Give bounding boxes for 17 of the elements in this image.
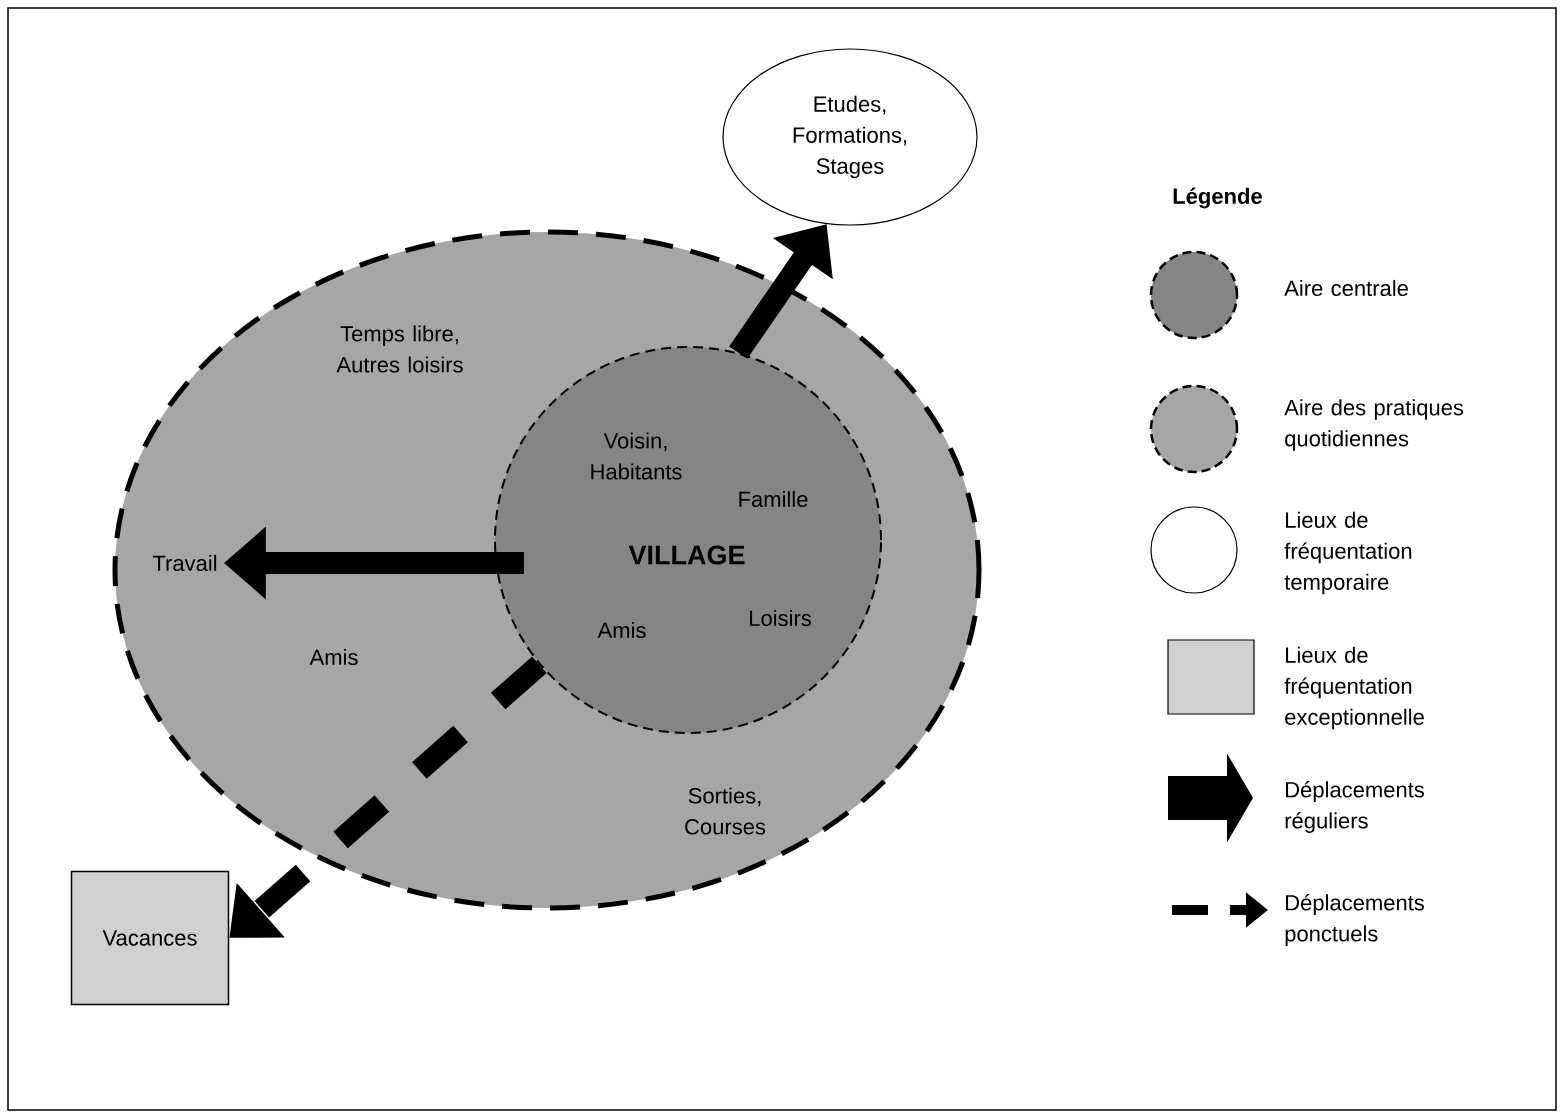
area-label: Sorties, Courses [685,787,766,835]
legend-text: Déplacements ponctuels [1285,894,1424,946]
legend-title: Légende [1173,187,1262,209]
place-label: Travail [152,554,217,572]
area-label: Loisirs [750,609,811,627]
legend-text: Aire des pratiques quotidiennes [1284,399,1464,451]
area-label: Amis [309,648,358,666]
area-label: Voisin, Habitants [591,432,682,480]
area-label: Amis [597,621,646,639]
area-label: Famille [739,490,808,508]
legend-text: Déplacements réguliers [1285,781,1424,833]
legend-text: Lieux de fréquentation temporaire [1284,511,1412,595]
area-label: Temps libre, Autres loisirs [336,325,463,373]
place-box: Vacances [70,870,230,1006]
legend-text: Lieux de fréquentation exceptionnelle [1284,646,1424,730]
legend-text: Aire centrale [1284,279,1408,297]
area-label: VILLAGE [628,545,745,565]
